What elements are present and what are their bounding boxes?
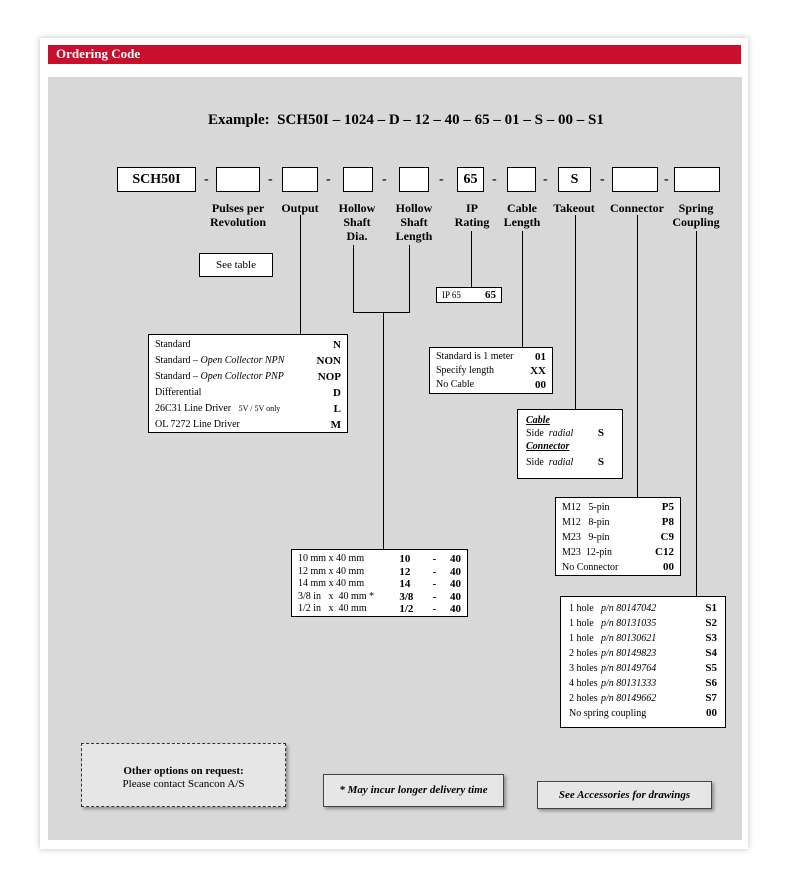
takeout-connector-heading: Connector (526, 441, 570, 452)
ip-rating-box: 65 (457, 167, 484, 192)
example-label: Example: (208, 112, 270, 128)
takeout-value: S (570, 172, 579, 187)
output-leader (300, 215, 301, 335)
code-dash: - (326, 172, 331, 187)
ip-rating-value: 65 (463, 172, 478, 187)
takeout-leader (575, 215, 576, 409)
code-dash: - (600, 172, 605, 187)
code-dash: - (268, 172, 273, 187)
shaft-leader (383, 312, 384, 549)
spring-box[interactable] (674, 167, 720, 192)
shaft-bracket (353, 312, 410, 313)
delivery-note-box: * May incur longer delivery time (323, 774, 504, 807)
code-dash: - (492, 172, 497, 187)
section-header: Ordering Code (48, 45, 741, 64)
dia-leader (353, 245, 354, 313)
pulses-box[interactable] (216, 167, 260, 192)
connector-leader (637, 215, 638, 497)
shaft-dia-box[interactable] (343, 167, 373, 192)
code-dash: - (204, 172, 209, 187)
example-line: Example: SCH50I – 1024 – D – 12 – 40 – 6… (208, 112, 604, 129)
output-box[interactable] (282, 167, 318, 192)
takeout-cable-heading: Cable (526, 415, 550, 426)
see-table-box: See table (199, 253, 273, 277)
length-leader (409, 245, 410, 313)
accessories-link-text: See Accessories for drawings (558, 789, 691, 801)
spring-leader (696, 231, 697, 596)
code-prefix: SCH50I (132, 172, 181, 187)
takeout-box: S (558, 167, 591, 192)
code-dash: - (664, 172, 669, 187)
code-dash: - (439, 172, 444, 187)
code-dash: - (543, 172, 548, 187)
section-title: Ordering Code (56, 46, 141, 61)
code-dash: - (382, 172, 387, 187)
delivery-note: * May incur longer delivery time (339, 784, 488, 796)
connector-box[interactable] (612, 167, 658, 192)
ip-leader (471, 231, 472, 287)
see-table-text: See table (215, 259, 256, 271)
cable-leader (522, 231, 523, 348)
label-takeout: Takeout (553, 201, 595, 215)
list-item: 3/8 in x 40 mm *3/8-40 (298, 590, 461, 603)
shaft-length-box[interactable] (399, 167, 429, 192)
accessories-link-button[interactable]: See Accessories for drawings (537, 781, 712, 809)
other-options-title: Other options on request: (123, 765, 244, 777)
example-code: SCH50I – 1024 – D – 12 – 40 – 65 – 01 – … (277, 112, 604, 128)
other-options-box: Other options on request: Please contact… (81, 743, 286, 807)
label-connector: Connector (610, 201, 664, 215)
code-prefix-box: SCH50I (117, 167, 196, 192)
label-output: Output (281, 201, 319, 215)
cable-length-box[interactable] (507, 167, 536, 192)
other-options-text: Please contact Scancon A/S (122, 778, 245, 790)
